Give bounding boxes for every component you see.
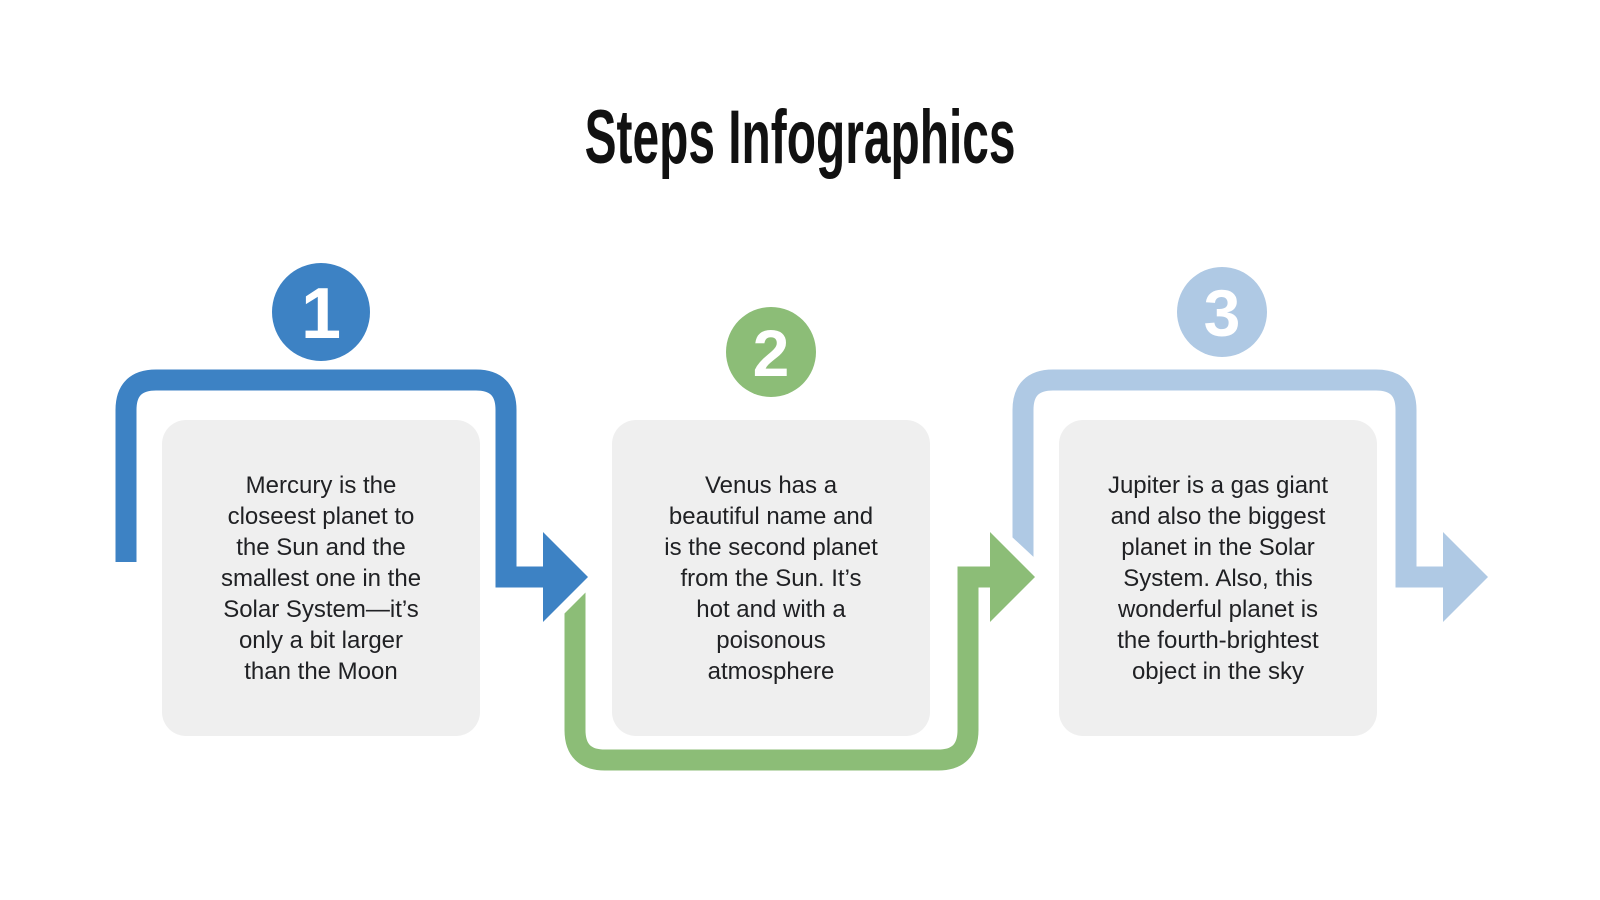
arrow-right-icon bbox=[543, 532, 588, 622]
step-3-card: Jupiter is a gas giant and also the bigg… bbox=[1059, 420, 1377, 736]
page-title: Steps Infographics bbox=[0, 100, 1600, 176]
step-1-number: 1 bbox=[301, 274, 341, 354]
arrow-right-icon bbox=[990, 532, 1035, 622]
arrow-right-icon bbox=[1443, 532, 1488, 622]
step-3-text: Jupiter is a gas giant and also the bigg… bbox=[1107, 471, 1329, 685]
step-3-number: 3 bbox=[1204, 276, 1241, 350]
step-3-badge bbox=[1177, 267, 1267, 357]
page-title-text: Steps Infographics bbox=[584, 95, 1016, 180]
step-1-card: Mercury is the closeest planet to the Su… bbox=[162, 420, 480, 736]
step-2-number: 2 bbox=[753, 316, 790, 390]
step-2-badge bbox=[726, 307, 816, 397]
step-1-text: Mercury is the closeest planet to the Su… bbox=[220, 471, 422, 685]
step-2-card: Venus has a beautiful name and is the se… bbox=[612, 420, 930, 736]
step-2-text: Venus has a beautiful name and is the se… bbox=[664, 471, 878, 685]
step-1-badge bbox=[272, 263, 370, 361]
